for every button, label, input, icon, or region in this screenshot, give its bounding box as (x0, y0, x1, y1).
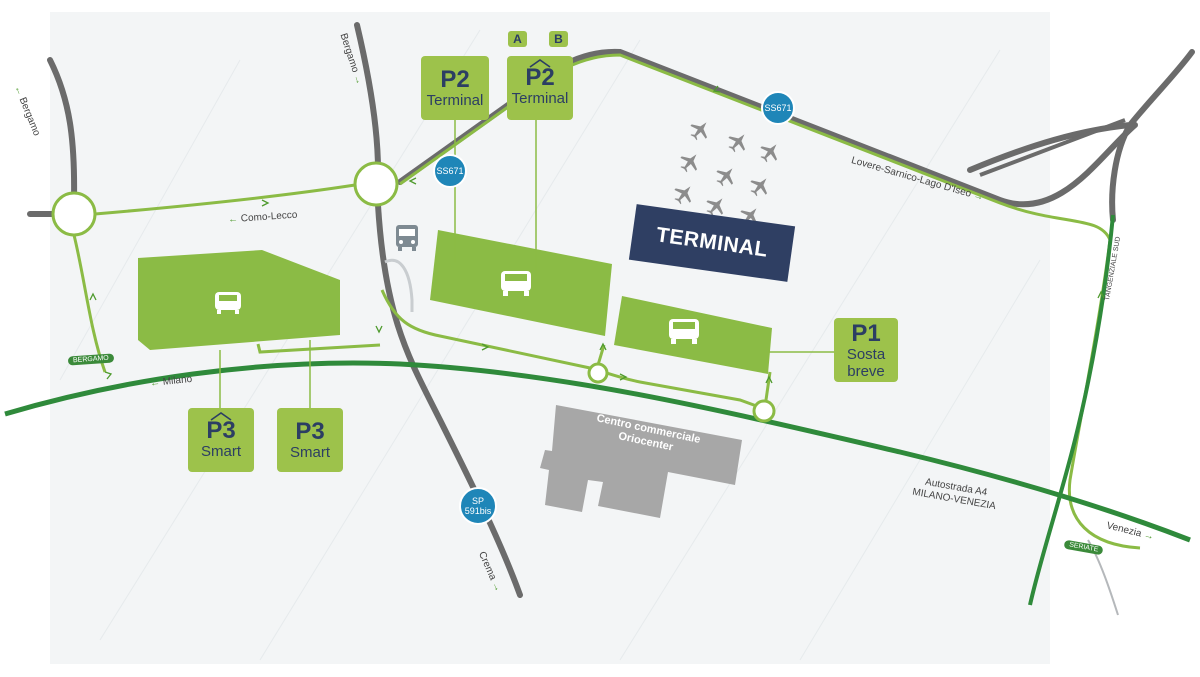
parking-code: P3 (295, 418, 325, 445)
road-number-line-1: SP (471, 496, 484, 506)
airplane-group (674, 122, 778, 227)
route-como-lecco (94, 183, 356, 216)
road-number-label: SS671 (436, 166, 464, 176)
road-bergamo-west (47, 57, 78, 203)
route-arrows (89, 85, 1105, 384)
roundabout-central (353, 161, 399, 207)
route-p2-stub (596, 344, 606, 366)
parking-sub-line-1: Sosta (846, 346, 886, 363)
direction-arrow-icon (104, 371, 113, 380)
covered-roof-icon (529, 59, 551, 68)
badge-b: B (549, 31, 568, 47)
airplane-icon (690, 122, 708, 141)
airplane-icon (674, 186, 692, 205)
airplane-icon (728, 134, 746, 153)
background-diagonals (59, 29, 1041, 661)
car-icon (501, 271, 531, 296)
parking-sign-p2-terminal[interactable]: P2 Terminal (421, 56, 489, 120)
direction-arrow-icon (89, 292, 97, 301)
road-sp591bis (375, 202, 523, 598)
mall-building (540, 405, 742, 518)
road-bergamo-north (354, 22, 381, 173)
airplane-icon (750, 178, 768, 197)
roundabout-small-1 (587, 362, 609, 384)
bus-icon (396, 225, 418, 251)
arrow-left-icon: ← (149, 377, 161, 390)
roundabout-west (51, 191, 97, 237)
parking-sub: Terminal (511, 90, 569, 107)
parking-sign-p3-smart-covered[interactable]: P3 Smart (188, 408, 254, 472)
arrow-left-icon: ← (227, 213, 239, 226)
bus-loop-road (384, 258, 414, 312)
road-number-ss671-north: SS671 (761, 91, 795, 125)
parking-sub: Smart (289, 444, 330, 461)
parking-sub-line-2: breve (847, 363, 885, 380)
motorway-a4 (4, 360, 1191, 543)
route-sp-terminal (380, 289, 763, 410)
parking-code: P2 (440, 66, 470, 93)
direction-arrow-icon (1097, 290, 1105, 299)
car-icon (669, 319, 699, 344)
sign-connectors (219, 120, 836, 408)
route-p3-loop (256, 343, 381, 354)
direction-arrow-icon (712, 85, 721, 93)
parking-sign-p1[interactable]: P1 Sosta breve (834, 318, 898, 382)
road-lovere-link (967, 49, 1195, 173)
airplane-icon (716, 168, 734, 187)
direction-arrow-icon (408, 177, 417, 185)
road-number-sp591bis: SP 591bis (459, 487, 497, 525)
car-icons (215, 271, 699, 344)
parking-sign-p3-smart[interactable]: P3 Smart (277, 408, 343, 472)
parking-code: P1 (851, 320, 881, 347)
direction-arrow-icon (375, 325, 383, 334)
terminal-label: TERMINAL (654, 223, 770, 262)
airplane-icon (760, 144, 778, 163)
plate-text: BERGAMO (72, 354, 109, 365)
roundabout-small-2 (752, 399, 776, 423)
parking-sub: Terminal (426, 92, 484, 109)
parking-code: P3 (206, 417, 236, 444)
road-east-link (979, 118, 1126, 177)
roundabouts (51, 161, 776, 423)
direction-arrow-icon (481, 343, 490, 351)
road-number-line-2: 591bis (464, 506, 492, 516)
badge-a: A (508, 31, 527, 47)
road-number-label: SS671 (764, 103, 792, 113)
covered-roof-icon (210, 412, 232, 421)
parking-sign-p2-terminal-covered[interactable]: P2 Terminal (507, 56, 573, 120)
parking-code: P2 (525, 64, 555, 91)
direction-arrow-icon (619, 373, 628, 381)
parking-sub: Smart (200, 443, 241, 460)
road-number-ss671-west: SS671 (433, 154, 467, 188)
airplane-icon (680, 154, 698, 173)
direction-arrow-icon (261, 199, 270, 207)
road-tangenziale-upper (1109, 122, 1133, 223)
direction-arrow-icon (765, 375, 773, 384)
direction-arrow-icon (599, 342, 607, 351)
car-icon (215, 292, 241, 314)
tangenziale-sud (1028, 214, 1115, 606)
airplane-icon (706, 198, 724, 217)
